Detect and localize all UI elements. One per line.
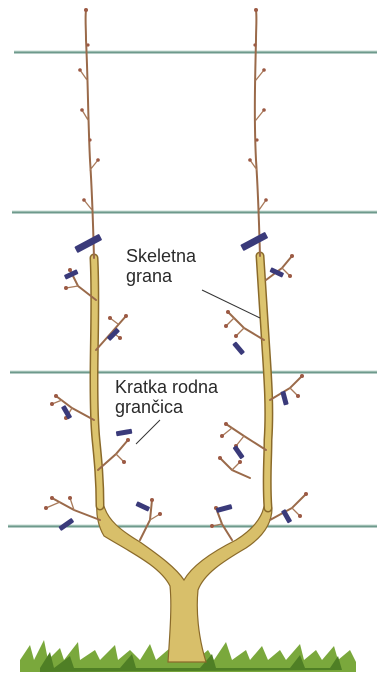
right-leader-shoot xyxy=(248,8,268,256)
skeletal-branch-label-line1: Skeletna xyxy=(126,246,196,266)
fruiting-spur-label-line2: grančica xyxy=(115,397,218,417)
skeletal-branch-label-line2: grana xyxy=(126,266,196,286)
branch-tie xyxy=(74,234,102,253)
branch-tie xyxy=(232,341,245,355)
left-leader-shoot xyxy=(78,8,100,258)
support-wires xyxy=(8,51,377,526)
branch-tie xyxy=(240,232,268,251)
branch-tie xyxy=(116,429,133,437)
trunk xyxy=(97,504,272,662)
fruiting-spur-label-line1: Kratka rodna xyxy=(115,377,218,397)
branch-tie xyxy=(135,501,150,511)
branch-tie xyxy=(216,504,233,513)
fruiting-spur-label: Kratka rodna grančica xyxy=(113,377,220,417)
fruiting-spur-leader-line xyxy=(136,420,160,444)
branch-tie xyxy=(58,518,74,531)
branch-tie xyxy=(233,445,245,459)
branch-tie xyxy=(280,391,288,406)
skeletal-branch-label: Skeletna grana xyxy=(126,246,196,286)
right-skeletal-arm xyxy=(260,256,269,508)
